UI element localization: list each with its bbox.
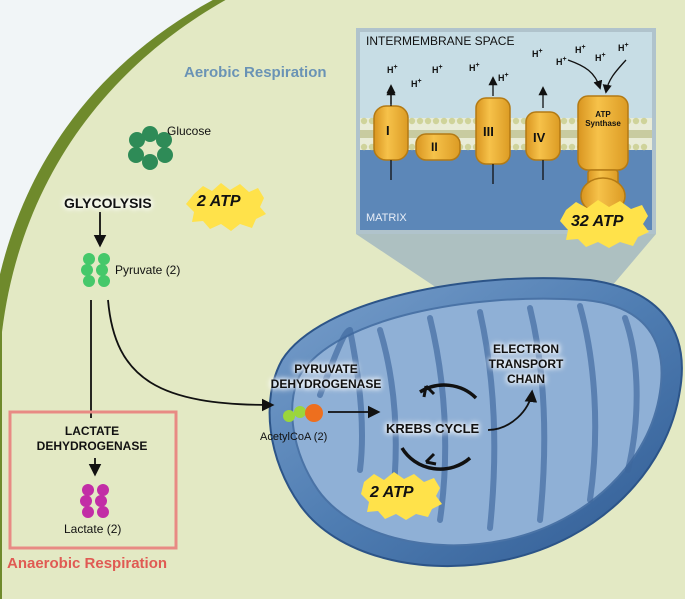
lipid-head [464, 117, 472, 125]
etc-line-3: CHAIN [507, 372, 545, 386]
anaerobic-box [8, 410, 178, 550]
lipid-head [424, 117, 432, 125]
etc-label: ELECTRON TRANSPORT CHAIN [474, 342, 578, 387]
lipid-head [560, 143, 568, 151]
lipid-head [512, 143, 520, 151]
lipid-head [464, 143, 472, 151]
pyruvate-label: Pyruvate (2) [115, 263, 181, 277]
acetylcoa-label: AcetylCoA (2) [260, 431, 328, 443]
complex-iv-label: IV [533, 130, 546, 145]
atp-etc-label: 32 ATP [571, 213, 624, 230]
lactate-molecules [80, 484, 109, 518]
lipid-head [640, 117, 648, 125]
lipid-head [408, 117, 416, 125]
proton-label: H+ [469, 62, 480, 73]
glycolysis-label: GLYCOLYSIS [64, 195, 152, 211]
anaerobic-title: Anaerobic Respiration [7, 555, 168, 572]
proton-label: H+ [387, 64, 398, 75]
atp-synthase-line-1: ATP [595, 110, 611, 119]
proton-label: H+ [532, 48, 543, 59]
pyruvate-molecules [81, 253, 110, 287]
lipid-head [416, 117, 424, 125]
atp-burst-krebs [361, 472, 442, 520]
complex-iv-shape [525, 111, 561, 180]
atp-burst-etc [560, 200, 649, 248]
proton-label: H+ [575, 44, 586, 55]
atp-synthase-label: ATP Synthase [578, 110, 628, 128]
complex-iii-shape [475, 97, 511, 184]
atp-burst-glycolysis [186, 183, 266, 231]
lipid-head [440, 117, 448, 125]
glucose-label: Glucose [167, 124, 212, 138]
matrix-label: MATRIX [366, 212, 407, 224]
lipid-head [432, 117, 440, 125]
lipid-head [360, 117, 368, 125]
lactate-label: Lactate (2) [64, 522, 122, 536]
acetylcoa-molecule [283, 404, 323, 422]
lipid-head [632, 117, 640, 125]
etc-line-2: TRANSPORT [488, 357, 564, 371]
lipid-head [560, 117, 568, 125]
lipid-head [360, 143, 368, 151]
atp-synthase-line-2: Synthase [585, 119, 621, 128]
pdh-line-1: PYRUVATE [294, 362, 358, 376]
etc-line-1: ELECTRON [493, 342, 559, 356]
proton-label: H+ [618, 42, 629, 53]
lactate-dehydrogenase-label: LACTATE DEHYDROGENASE [12, 424, 172, 454]
lipid-head [632, 143, 640, 151]
complex-ii-label: II [431, 140, 438, 154]
krebs-cycle-ring [400, 383, 478, 471]
proton-arrows [386, 59, 627, 108]
lipid-head [568, 117, 576, 125]
complex-iii-label: III [483, 124, 494, 139]
atp-krebs-label: 2 ATP [370, 484, 414, 501]
proton-label: H+ [595, 52, 606, 63]
atp-glycolysis-label: 2 ATP [197, 193, 241, 210]
complex-ii-shape [415, 133, 461, 161]
proton-label: H+ [432, 64, 443, 75]
aerobic-title: Aerobic Respiration [184, 64, 327, 81]
intermembrane-label: INTERMEMBRANE SPACE [366, 34, 515, 48]
ldh-line-1: LACTATE [64, 424, 120, 438]
proton-label: H+ [556, 56, 567, 67]
lipid-head [640, 143, 648, 151]
lipid-head [448, 117, 456, 125]
lipid-head [408, 143, 416, 151]
pathway-arrows [88, 212, 538, 477]
proton-label: H+ [498, 72, 509, 83]
proton-label: H+ [411, 78, 422, 89]
pyruvate-dehydrogenase-label: PYRUVATE DEHYDROGENASE [266, 362, 386, 392]
lipid-head [456, 117, 464, 125]
lipid-head [568, 143, 576, 151]
krebs-cycle-label: KREBS CYCLE [386, 421, 480, 436]
glucose-molecule [128, 126, 173, 170]
ldh-line-2: DEHYDROGENASE [36, 439, 148, 453]
pdh-line-2: DEHYDROGENASE [270, 377, 382, 391]
lipid-head [512, 117, 520, 125]
atp-synthase-shape [577, 95, 629, 215]
complex-i-label: I [386, 123, 390, 138]
